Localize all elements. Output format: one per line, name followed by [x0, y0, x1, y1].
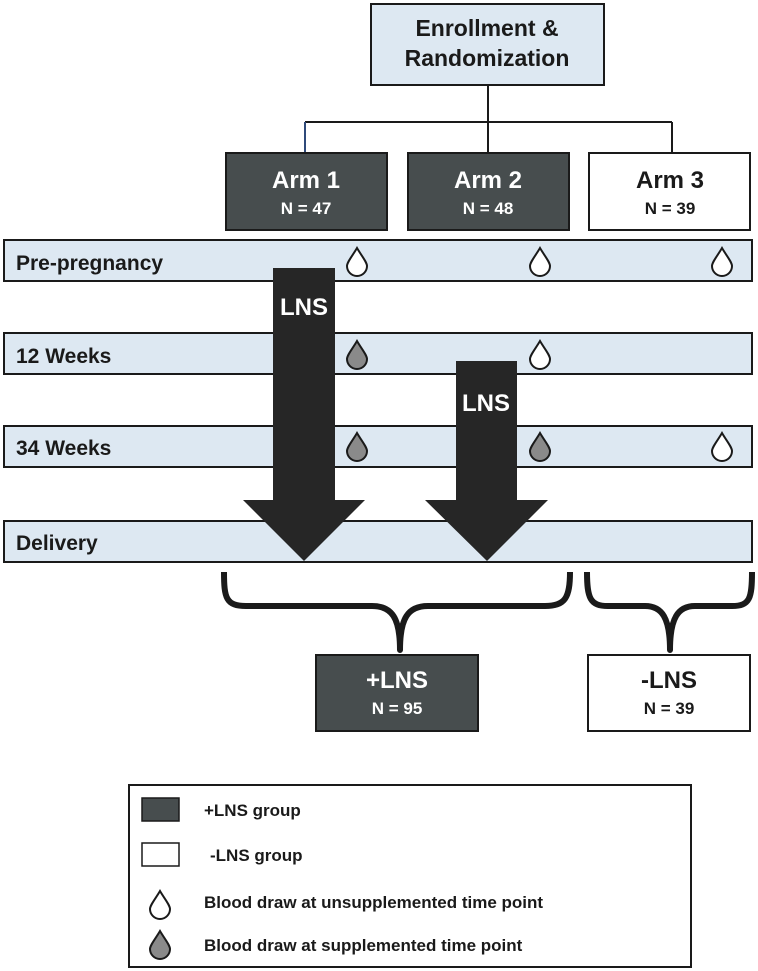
outcome-box-plus-lns: +LNS N = 95: [315, 654, 479, 732]
arm-3-n: N = 39: [645, 199, 696, 218]
enrollment-label-line2: Randomization: [405, 45, 570, 71]
outcome-minus-lns-n: N = 39: [644, 699, 695, 718]
lns-arrow-arm-2: LNS: [425, 361, 548, 561]
timepoint-label-12-weeks: 12 Weeks: [16, 345, 111, 368]
legend-label-minus-lns: -LNS group: [210, 846, 303, 865]
lns-arrow-2-label: LNS: [462, 390, 510, 417]
timepoint-label-34-weeks: 34 Weeks: [16, 437, 111, 460]
enrollment-box: Enrollment & Randomization: [370, 3, 605, 86]
timepoint-band-pre-pregnancy: Pre-pregnancy: [3, 239, 753, 282]
arm-box-1: Arm 1 N = 47: [225, 152, 388, 231]
lns-arrow-1-label: LNS: [280, 294, 328, 321]
legend-label-supplemented: Blood draw at supplemented time point: [204, 936, 523, 955]
timepoint-band-12-weeks: 12 Weeks: [3, 332, 753, 375]
legend-swatch-plus-lns: [141, 797, 180, 822]
arm-3-name: Arm 3: [636, 167, 704, 194]
legend-label-unsupplemented: Blood draw at unsupplemented time point: [204, 893, 543, 912]
arm-box-2: Arm 2 N = 48: [407, 152, 570, 231]
randomization-connectors: [304, 85, 673, 152]
brace-plus-lns: [221, 571, 573, 653]
legend: +LNS group -LNS group Blood draw at unsu…: [128, 784, 692, 968]
legend-label-plus-lns: +LNS group: [204, 801, 301, 820]
arm-1-n: N = 47: [281, 199, 332, 218]
braces: [221, 571, 755, 653]
brace-minus-lns: [584, 571, 755, 653]
outcome-minus-lns-name: -LNS: [641, 667, 697, 694]
arm-box-3: Arm 3 N = 39: [588, 152, 751, 231]
outcome-plus-lns-name: +LNS: [366, 667, 428, 694]
arm-1-name: Arm 1: [272, 167, 340, 194]
timepoint-band-delivery: Delivery: [3, 520, 753, 563]
timepoint-label-pre-pregnancy: Pre-pregnancy: [16, 252, 163, 275]
enrollment-label-line1: Enrollment &: [415, 15, 558, 41]
arm-2-n: N = 48: [463, 199, 514, 218]
outcome-plus-lns-n: N = 95: [372, 699, 423, 718]
arm-2-name: Arm 2: [454, 167, 522, 194]
timepoint-band-34-weeks: 34 Weeks: [3, 425, 753, 468]
timepoint-label-delivery: Delivery: [16, 532, 98, 555]
lns-arrow-arm-1: LNS: [243, 268, 365, 561]
outcome-box-minus-lns: -LNS N = 39: [587, 654, 751, 732]
legend-swatch-minus-lns: [141, 842, 180, 867]
